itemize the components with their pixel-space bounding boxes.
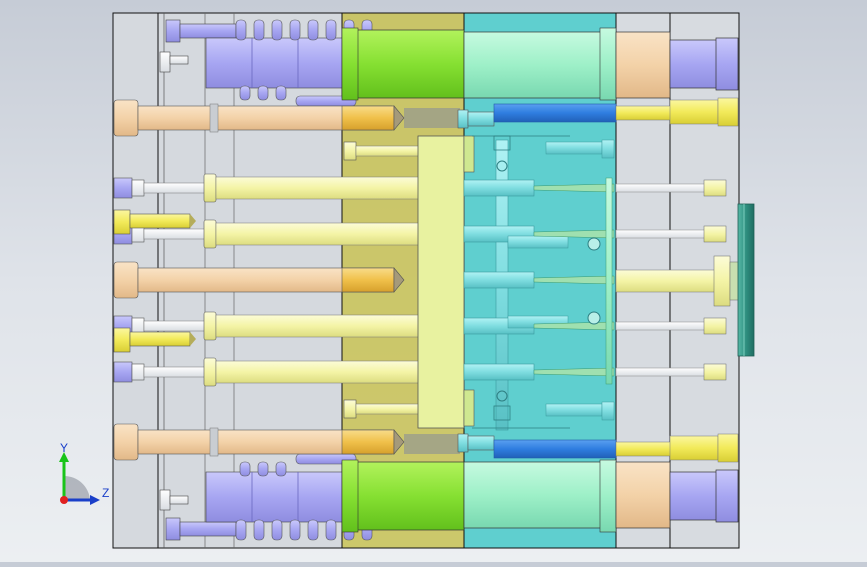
coordinate-triad-icon: Y Z — [59, 441, 109, 505]
lime-guide-bushing-top — [341, 29, 465, 99]
top-spring-guide-assembly — [159, 19, 739, 107]
z-axis-label: Z — [102, 486, 109, 500]
cooling-channel-top — [493, 103, 617, 123]
runner-system — [404, 103, 617, 459]
lime-guide-bushing-bottom — [341, 461, 465, 531]
ejector-pins — [113, 173, 421, 387]
cooling-channel-bottom — [493, 439, 617, 459]
locating-ring — [737, 203, 755, 357]
bottom-spring-guide-assembly — [159, 453, 739, 541]
y-axis-label: Y — [60, 441, 68, 455]
right-plate-pins — [615, 97, 749, 463]
coordinate-triad: Y Z — [50, 440, 110, 510]
mint-guide-pillar-bottom — [463, 461, 605, 529]
mint-guide-pillar-top — [463, 31, 605, 99]
return-pins — [113, 99, 405, 461]
ejector-block — [343, 135, 475, 429]
